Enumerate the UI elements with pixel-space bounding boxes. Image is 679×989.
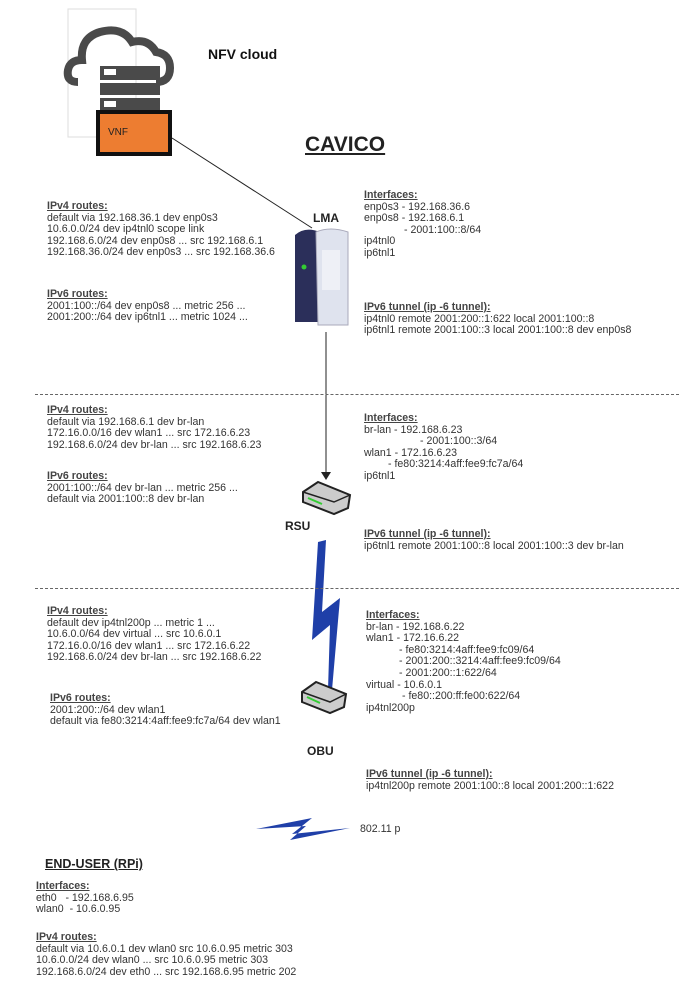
rsu-ipv4-routes: IPv4 routes: default via 192.168.6.1 dev…: [47, 404, 262, 451]
interface-line: ip4tnl0: [364, 235, 396, 248]
route-line: default dev ip4tnl200p ... metric 1 ...: [47, 616, 215, 629]
80211p-lightning-icon: [256, 818, 350, 840]
lma-ipv6-routes: IPv6 routes: 2001:100::/64 dev enp0s8 ..…: [47, 288, 248, 324]
interface-line: br-lan - 192.168.6.23: [364, 423, 463, 436]
route-line: default via 192.168.36.1 dev enp0s3: [47, 211, 218, 224]
rsu-ipv6-routes: IPv6 routes: 2001:100::/64 dev br-lan ..…: [47, 470, 238, 506]
end-user-interfaces: Interfaces: eth0 - 192.168.6.95 wlan0 - …: [36, 880, 134, 916]
route-line: 192.168.6.0/24 dev eth0 ... src 192.168.…: [36, 965, 297, 978]
section-heading: Interfaces:: [366, 609, 420, 621]
interface-line: - 2001:100::8/64: [404, 223, 482, 236]
route-line: default via 192.168.6.1 dev br-lan: [47, 415, 205, 428]
route-line: default via fe80:3214:4aff:fee9:fc7a/64 …: [50, 715, 281, 728]
page-title: CAVICO: [305, 133, 386, 156]
interface-line: - 2001:200::1:622/64: [399, 666, 497, 679]
obu-ipv6-routes: IPv6 routes: 2001:200::/64 dev wlan1 def…: [50, 692, 281, 728]
section-heading: IPv6 tunnel (ip -6 tunnel):: [364, 301, 491, 313]
section-heading: IPv4 routes:: [47, 605, 108, 617]
route-line: 2001:100::/64 dev br-lan ... metric 256 …: [47, 481, 238, 494]
vnf-box: [96, 110, 172, 156]
section-heading: Interfaces:: [36, 880, 90, 892]
route-line: 192.168.6.0/24 dev br-lan ... src 192.16…: [47, 438, 262, 451]
section-heading: IPv6 routes:: [47, 470, 108, 482]
nfv-cloud-label: NFV cloud: [208, 46, 278, 62]
route-line: 10.6.0.0/24 dev ip4tnl0 scope link: [47, 223, 205, 236]
section-heading: IPv6 routes:: [47, 288, 108, 300]
interface-line: wlan1 - 172.16.6.22: [366, 632, 460, 645]
route-line: 172.16.0.0/16 dev wlan1 ... src 172.16.6…: [47, 639, 251, 652]
rsu-ipv6-tunnels: IPv6 tunnel (ip -6 tunnel): ip6tnl1 remo…: [364, 528, 624, 552]
interface-line: - fe80:3214:4aff:fee9:fc7a/64: [388, 458, 524, 471]
vnf-label: VNF: [108, 127, 128, 138]
section-heading: IPv6 tunnel (ip -6 tunnel):: [366, 768, 493, 780]
lma-label: LMA: [313, 211, 339, 225]
route-line: 10.6.0.0/64 dev virtual ... src 10.6.0.1: [47, 628, 222, 641]
interface-line: enp0s3 - 192.168.36.6: [364, 200, 471, 213]
interface-line: wlan1 - 172.16.6.23: [364, 446, 458, 459]
section-heading: IPv6 tunnel (ip -6 tunnel):: [364, 528, 491, 540]
interface-line: ip6tnl1: [364, 469, 396, 482]
section-heading: IPv4 routes:: [47, 200, 108, 212]
interface-line: eth0 - 192.168.6.95: [36, 891, 134, 904]
rsu-interfaces: Interfaces: br-lan - 192.168.6.23 - 2001…: [364, 412, 524, 483]
interface-line: virtual - 10.6.0.1: [366, 678, 442, 691]
lma-ipv4-routes: IPv4 routes: default via 192.168.36.1 de…: [47, 200, 275, 259]
section-heading: Interfaces:: [364, 189, 418, 201]
wireless-link-lightning-icon: [312, 540, 340, 690]
tunnel-line: ip6tnl1 remote 2001:100::8 local 2001:10…: [364, 539, 624, 552]
section-heading: IPv4 routes:: [47, 404, 108, 416]
route-line: 192.168.6.0/24 dev enp0s8 ... src 192.16…: [47, 234, 264, 247]
tunnel-line: ip4tnl200p remote 2001:100::8 local 2001…: [366, 779, 614, 792]
divider-rsu-obu: [35, 588, 679, 589]
interface-line: - fe80:3214:4aff:fee9:fc09/64: [399, 643, 535, 656]
route-line: default via 2001:100::8 dev br-lan: [47, 493, 205, 506]
rsu-label: RSU: [285, 519, 311, 533]
end-user-ipv4-routes: IPv4 routes: default via 10.6.0.1 dev wl…: [36, 931, 297, 978]
arrow-head-icon: [321, 472, 331, 480]
route-line: 2001:200::/64 dev wlan1: [50, 703, 166, 716]
interface-line: ip6tnl1: [364, 246, 396, 259]
obu-interfaces: Interfaces: br-lan - 192.168.6.22 wlan1 …: [366, 609, 561, 714]
route-line: 2001:200::/64 dev ip6tnl1 ... metric 102…: [47, 311, 248, 324]
tunnel-line: ip6tnl1 remote 2001:100::3 local 2001:10…: [364, 324, 632, 337]
link-label: 802.11 p: [360, 823, 401, 835]
route-line: 2001:100::/64 dev enp0s8 ... metric 256 …: [47, 299, 246, 312]
interface-line: br-lan - 192.168.6.22: [366, 620, 465, 633]
route-line: 10.6.0.0/24 dev wlan0 ... src 10.6.0.95 …: [36, 954, 269, 967]
lma-server-icon: [295, 228, 349, 326]
obu-ipv4-routes: IPv4 routes: default dev ip4tnl200p ... …: [47, 605, 262, 664]
end-user-title: END-USER (RPi): [45, 857, 143, 871]
section-heading: IPv4 routes:: [36, 931, 97, 943]
divider-lma-rsu: [35, 394, 679, 395]
interface-line: wlan0 - 10.6.0.95: [36, 903, 121, 916]
route-line: 192.168.6.0/24 dev br-lan ... src 192.16…: [47, 651, 262, 664]
interface-line: - 2001:200::3214:4aff:fee9:fc09/64: [399, 655, 561, 668]
route-line: default via 10.6.0.1 dev wlan0 src 10.6.…: [36, 942, 293, 955]
rsu-router-icon: [302, 480, 352, 516]
interface-line: enp0s8 - 192.168.6.1: [364, 212, 465, 225]
interface-line: - fe80::200:ff:fe00:622/64: [402, 690, 521, 703]
obu-label: OBU: [307, 744, 334, 758]
section-heading: Interfaces:: [364, 412, 418, 424]
cloud-icon: [63, 26, 175, 110]
tunnel-line: ip4tnl0 remote 2001:200::1:622 local 200…: [364, 312, 595, 325]
interface-line: ip4tnl200p: [366, 701, 415, 714]
obu-router-icon: [301, 680, 348, 715]
section-heading: IPv6 routes:: [50, 692, 111, 704]
interface-line: - 2001:100::3/64: [420, 435, 498, 448]
obu-ipv6-tunnels: IPv6 tunnel (ip -6 tunnel): ip4tnl200p r…: [366, 768, 614, 792]
route-line: 172.16.0.0/16 dev wlan1 ... src 172.16.6…: [47, 427, 251, 440]
route-line: 192.168.36.0/24 dev enp0s3 ... src 192.1…: [47, 246, 275, 259]
lma-interfaces: Interfaces: enp0s3 - 192.168.36.6 enp0s8…: [364, 189, 482, 260]
lma-ipv6-tunnels: IPv6 tunnel (ip -6 tunnel): ip4tnl0 remo…: [364, 301, 632, 337]
vnf-lma-link: [171, 137, 313, 229]
